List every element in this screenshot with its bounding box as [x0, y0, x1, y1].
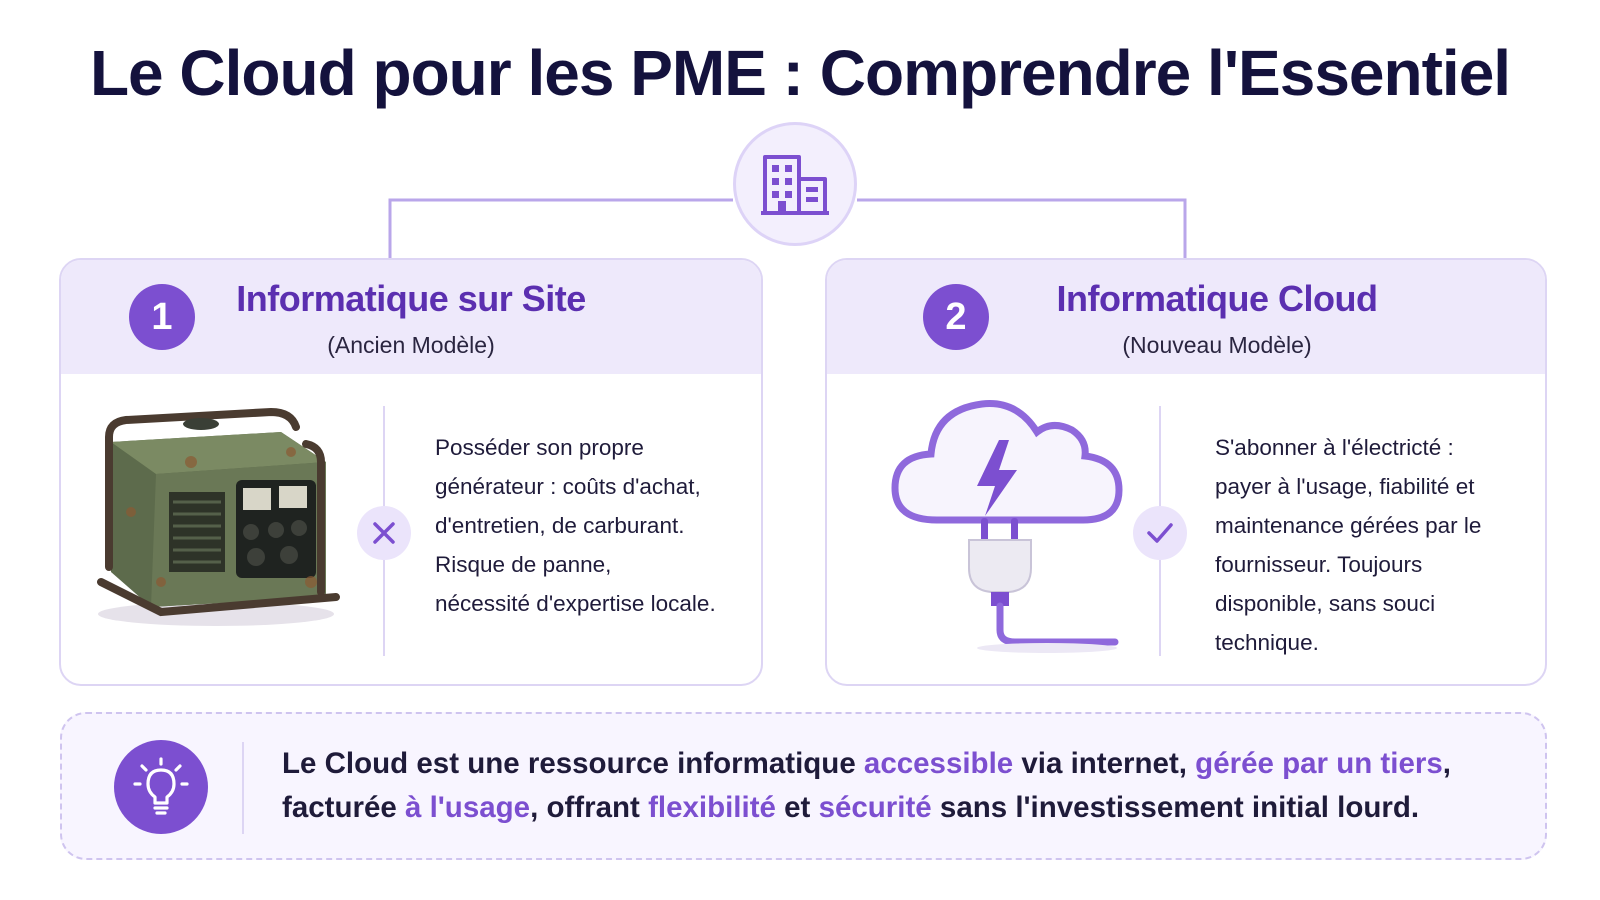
- lightbulb-icon: [133, 757, 189, 815]
- cross-badge: [357, 506, 411, 560]
- lightbulb-badge: [114, 740, 208, 834]
- summary-highlight: à l'usage: [404, 791, 531, 824]
- summary-highlight: sécurité: [818, 791, 932, 824]
- summary-text: Le Cloud est une ressource informatique …: [282, 742, 1522, 830]
- connector-lines: [388, 198, 1187, 258]
- card-description: Posséder son propre générateur : coûts d…: [435, 428, 755, 623]
- on-premise-card: 1 Informatique sur Site (Ancien Modèle): [59, 258, 763, 686]
- card-header: 2 Informatique Cloud (Nouveau Modèle): [827, 260, 1545, 374]
- summary-highlight: gérée par un tiers: [1195, 747, 1443, 780]
- summary-segment: et: [775, 791, 819, 824]
- card-subtitle: (Nouveau Modèle): [1122, 332, 1312, 358]
- summary-segment: via internet,: [1013, 747, 1196, 780]
- building-icon: [761, 155, 829, 215]
- check-icon: [1147, 523, 1173, 543]
- cloud-plug-illustration: [891, 400, 1123, 653]
- description-line: maintenance gérées par le: [1215, 513, 1482, 538]
- card-description: S'abonner à l'électricté : payer à l'usa…: [1215, 428, 1535, 662]
- step-number-badge: 2: [923, 284, 989, 350]
- step-number-badge: 1: [129, 284, 195, 350]
- hub-circle: [733, 122, 857, 246]
- description-line: nécessité d'expertise locale.: [435, 591, 716, 616]
- summary-segment: , offrant: [530, 791, 649, 824]
- description-line: Risque de panne,: [435, 552, 612, 577]
- summary-note: Le Cloud est une ressource informatique …: [60, 712, 1547, 860]
- card-header: 1 Informatique sur Site (Ancien Modèle): [61, 260, 761, 374]
- description-line: payer à l'usage, fiabilité et: [1215, 474, 1475, 499]
- description-line: technique.: [1215, 630, 1319, 655]
- description-line: S'abonner à l'électricté :: [1215, 435, 1454, 460]
- generator-illustration: [97, 407, 340, 626]
- description-line: d'entretien, de carburant.: [435, 513, 685, 538]
- summary-highlight: accessible: [863, 747, 1014, 780]
- card-subtitle: (Ancien Modèle): [327, 332, 495, 358]
- divider: [242, 742, 244, 834]
- card-title: Informatique sur Site: [236, 278, 586, 319]
- description-line: générateur : coûts d'achat,: [435, 474, 701, 499]
- check-badge: [1133, 506, 1187, 560]
- summary-highlight: flexibilité: [648, 791, 776, 824]
- summary-segment: Le Cloud est une ressource informatique: [282, 747, 864, 780]
- cross-icon: [373, 522, 395, 544]
- page-title: Le Cloud pour les PME : Comprendre l'Ess…: [89, 37, 1511, 109]
- summary-segment: , facturée: [282, 747, 1451, 824]
- card-title: Informatique Cloud: [1056, 278, 1378, 319]
- summary-segment: sans l'investissement initial lourd.: [931, 791, 1420, 824]
- cloud-card: 2 Informatique Cloud (Nouveau Modèle) S'…: [825, 258, 1547, 686]
- description-line: fournisseur. Toujours: [1215, 552, 1423, 577]
- description-line: disponible, sans souci: [1215, 591, 1436, 616]
- description-line: Posséder son propre: [435, 435, 644, 460]
